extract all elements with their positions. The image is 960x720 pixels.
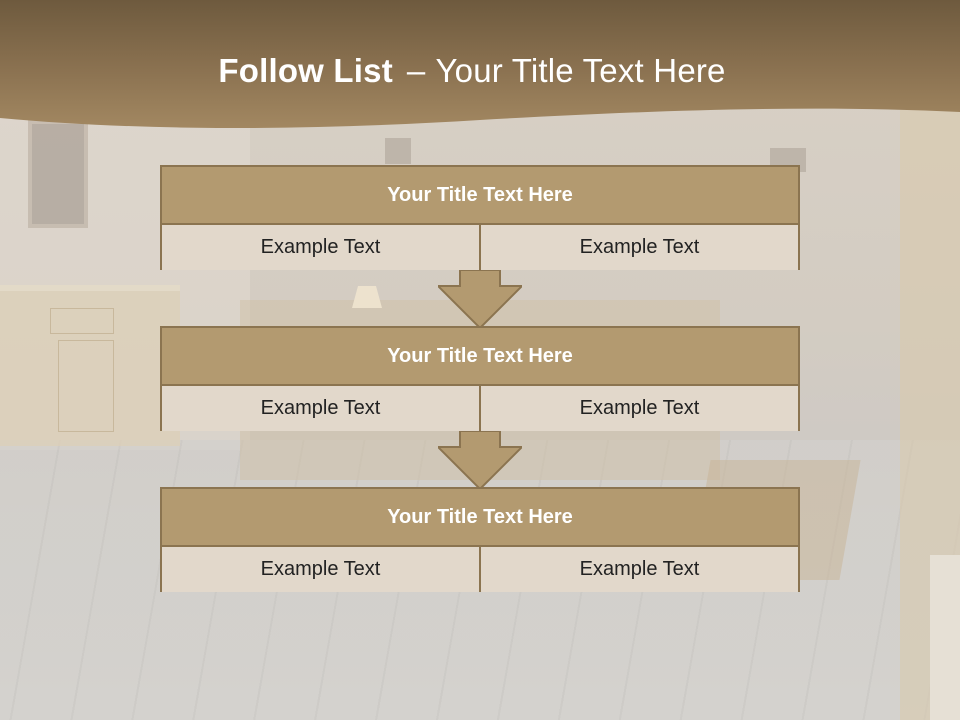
desk-door xyxy=(58,340,114,432)
desk-drawer xyxy=(50,308,114,334)
block-cell: Example Text xyxy=(479,386,798,431)
block-row: Example Text Example Text xyxy=(162,225,798,270)
block-cell: Example Text xyxy=(479,225,798,270)
flow-block-1: Your Title Text Here Example Text Exampl… xyxy=(160,165,800,270)
block-cell: Example Text xyxy=(162,225,479,270)
block-title: Your Title Text Here xyxy=(162,328,798,386)
wall-picture xyxy=(28,120,88,228)
block-row: Example Text Example Text xyxy=(162,386,798,431)
block-title: Your Title Text Here xyxy=(162,489,798,547)
desk xyxy=(0,285,180,446)
block-cell: Example Text xyxy=(162,547,479,592)
title-rest: Your Title Text Here xyxy=(435,52,726,89)
flow-block-3: Your Title Text Here Example Text Exampl… xyxy=(160,487,800,592)
flow-block-2: Your Title Text Here Example Text Exampl… xyxy=(160,326,800,431)
title-separator: – xyxy=(406,52,426,89)
block-row: Example Text Example Text xyxy=(162,547,798,592)
slide-title: Follow List–Your Title Text Here xyxy=(0,52,944,90)
block-cell: Example Text xyxy=(479,547,798,592)
chair xyxy=(930,555,960,720)
block-cell: Example Text xyxy=(162,386,479,431)
title-strong: Follow List xyxy=(218,52,393,89)
lamp xyxy=(352,286,382,308)
down-arrow-icon xyxy=(438,270,522,330)
down-arrow-icon xyxy=(438,431,522,491)
block-title: Your Title Text Here xyxy=(162,167,798,225)
wall-frame xyxy=(385,138,411,164)
